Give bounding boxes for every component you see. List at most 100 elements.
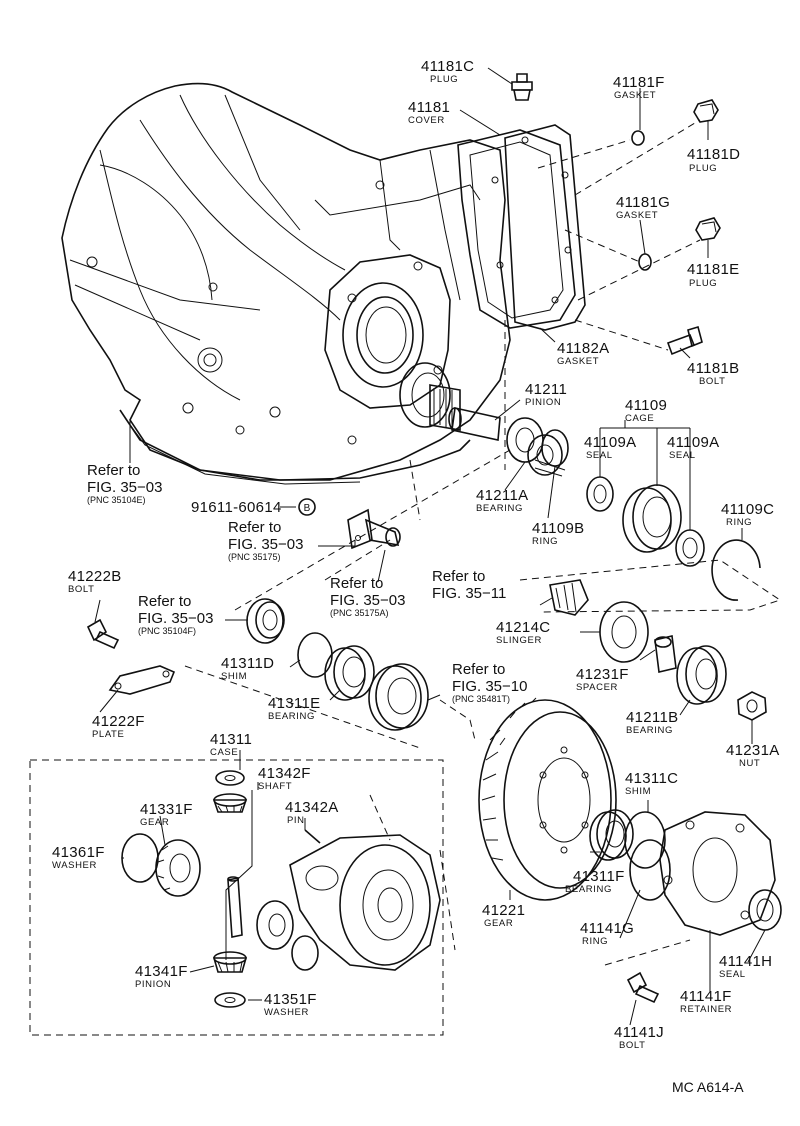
small-pinion-icon bbox=[549, 579, 589, 616]
part-41311e-number: 41311E bbox=[268, 695, 321, 712]
washer-small-top-icon bbox=[215, 770, 245, 786]
bolt-marker-b-letter: B bbox=[304, 503, 311, 514]
part-41141h-number: 41141H bbox=[719, 953, 773, 970]
part-41109a-2-name: SEAL bbox=[669, 450, 696, 461]
part-41221-name: GEAR bbox=[484, 918, 514, 929]
part-41181-name: COVER bbox=[408, 115, 445, 126]
part-41311-name: CASE bbox=[210, 747, 239, 758]
part-41141f-number: 41141F bbox=[680, 988, 732, 1005]
part-41231a-name: NUT bbox=[739, 758, 761, 769]
ref-1-text: Refer to bbox=[87, 462, 141, 479]
part-41211a-number: 41211A bbox=[476, 487, 529, 504]
part-41141j-name: BOLT bbox=[619, 1040, 646, 1051]
bolt-41141j-icon bbox=[626, 971, 660, 1004]
part-41311f-name: BEARING bbox=[565, 884, 612, 895]
part-41211-name: PINION bbox=[525, 397, 562, 408]
ref-2-pnc: (PNC 35175) bbox=[228, 552, 281, 562]
part-41181b-number: 41181B bbox=[687, 360, 740, 377]
bolt-code-number: 91611-60614 bbox=[191, 499, 282, 516]
part-41181g-name: GASKET bbox=[616, 210, 659, 221]
part-41141g-name: RING bbox=[582, 936, 609, 947]
part-41182a-name: GASKET bbox=[557, 356, 600, 367]
ring-gear-41221-icon bbox=[478, 697, 617, 901]
part-41311-number: 41311 bbox=[210, 731, 253, 748]
differential-case-41311-icon bbox=[289, 834, 441, 971]
plate-41222f-icon bbox=[108, 665, 176, 695]
ref-1-fig: FIG. 35−03 bbox=[87, 479, 163, 496]
part-41231f-number: 41231F bbox=[576, 666, 629, 683]
part-41141h-name: SEAL bbox=[719, 969, 746, 980]
gear-small-top-icon bbox=[212, 793, 248, 813]
part-41222b-name: BOLT bbox=[68, 584, 95, 595]
ref-6-fig: FIG. 35−10 bbox=[452, 678, 528, 695]
part-41342a-number: 41342A bbox=[285, 799, 339, 816]
cage-41109-icon bbox=[586, 476, 705, 567]
ref-4-text: Refer to bbox=[432, 568, 486, 585]
part-41311c-name: SHIM bbox=[625, 786, 652, 797]
bolt-41181b-icon bbox=[666, 325, 703, 356]
seal-41141h-icon bbox=[748, 889, 782, 931]
part-41221-number: 41221 bbox=[482, 902, 526, 919]
part-41214c-name: SLINGER bbox=[496, 635, 542, 646]
spacer-41231f-icon bbox=[654, 635, 677, 673]
bolt-41222b-icon bbox=[86, 618, 120, 650]
part-41181f-name: GASKET bbox=[614, 90, 657, 101]
part-41181b-name: BOLT bbox=[699, 376, 726, 387]
part-41342a-name: PIN bbox=[287, 815, 305, 826]
part-41109a-1-number: 41109A bbox=[584, 434, 637, 451]
part-41222f-number: 41222F bbox=[92, 713, 145, 730]
part-41109a-2-number: 41109A bbox=[667, 434, 720, 451]
part-41231a-number: 41231A bbox=[726, 742, 780, 759]
part-41351f-number: 41351F bbox=[264, 991, 317, 1008]
part-41311f-number: 41311F bbox=[573, 868, 625, 885]
ref-1-pnc: (PNC 35104E) bbox=[87, 495, 146, 505]
part-41109b-number: 41109B bbox=[532, 520, 585, 537]
part-41109-number: 41109 bbox=[625, 397, 668, 414]
part-41181d-name: PLUG bbox=[689, 163, 718, 174]
part-41109c-number: 41109C bbox=[721, 501, 775, 518]
part-41141j-number: 41141J bbox=[614, 1024, 664, 1041]
sensor-bracket-icon bbox=[347, 508, 401, 550]
washer-41351f-icon bbox=[214, 992, 246, 1008]
part-41141g-number: 41141G bbox=[580, 920, 635, 937]
part-41182a-number: 41182A bbox=[557, 340, 610, 357]
part-41311e-name: BEARING bbox=[268, 711, 315, 722]
seal-ring-icon bbox=[246, 598, 285, 644]
part-41181c-number: 41181C bbox=[421, 58, 475, 75]
side-gear-icon bbox=[256, 900, 294, 950]
part-41211b-number: 41211B bbox=[626, 709, 679, 726]
retainer-41141f-icon bbox=[659, 811, 776, 936]
transaxle-housing bbox=[61, 82, 511, 485]
washer-41361f-icon bbox=[121, 833, 159, 883]
part-41181g-number: 41181G bbox=[616, 194, 671, 211]
part-41222f-name: PLATE bbox=[92, 729, 125, 740]
part-41181c-name: PLUG bbox=[430, 74, 459, 85]
ring-41109c-icon bbox=[711, 539, 761, 601]
plug-41181c-icon bbox=[511, 73, 533, 101]
side-cover bbox=[457, 124, 586, 331]
pinion-41341f-icon bbox=[212, 951, 248, 973]
ref-5-fig: FIG. 35−03 bbox=[138, 610, 214, 627]
alignment-lines bbox=[184, 119, 782, 966]
part-41311d-number: 41311D bbox=[221, 655, 275, 672]
part-41361f-name: WASHER bbox=[52, 860, 97, 871]
bearing-41211b-icon bbox=[676, 645, 727, 705]
pinion-41211-icon bbox=[429, 384, 566, 477]
part-41109a-1-name: SEAL bbox=[586, 450, 613, 461]
pin-41342a-icon bbox=[304, 829, 321, 844]
part-41231f-name: SPACER bbox=[576, 682, 618, 693]
ref-3-fig: FIG. 35−03 bbox=[330, 592, 406, 609]
part-41342f-name: SHAFT bbox=[258, 781, 293, 792]
part-41109b-name: RING bbox=[532, 536, 559, 547]
ring-41141g-icon bbox=[629, 839, 671, 901]
part-41331f-number: 41331F bbox=[140, 801, 193, 818]
part-41311c-number: 41311C bbox=[625, 770, 679, 787]
part-41341f-number: 41341F bbox=[135, 963, 188, 980]
bolt-marker-b-icon bbox=[298, 498, 316, 516]
part-41211b-name: BEARING bbox=[626, 725, 673, 736]
part-41311d-name: SHIM bbox=[221, 671, 248, 682]
ref-6-pnc: (PNC 35481T) bbox=[452, 694, 511, 704]
ref-4-fig: FIG. 35−11 bbox=[432, 585, 507, 602]
ref-2-text: Refer to bbox=[228, 519, 282, 536]
